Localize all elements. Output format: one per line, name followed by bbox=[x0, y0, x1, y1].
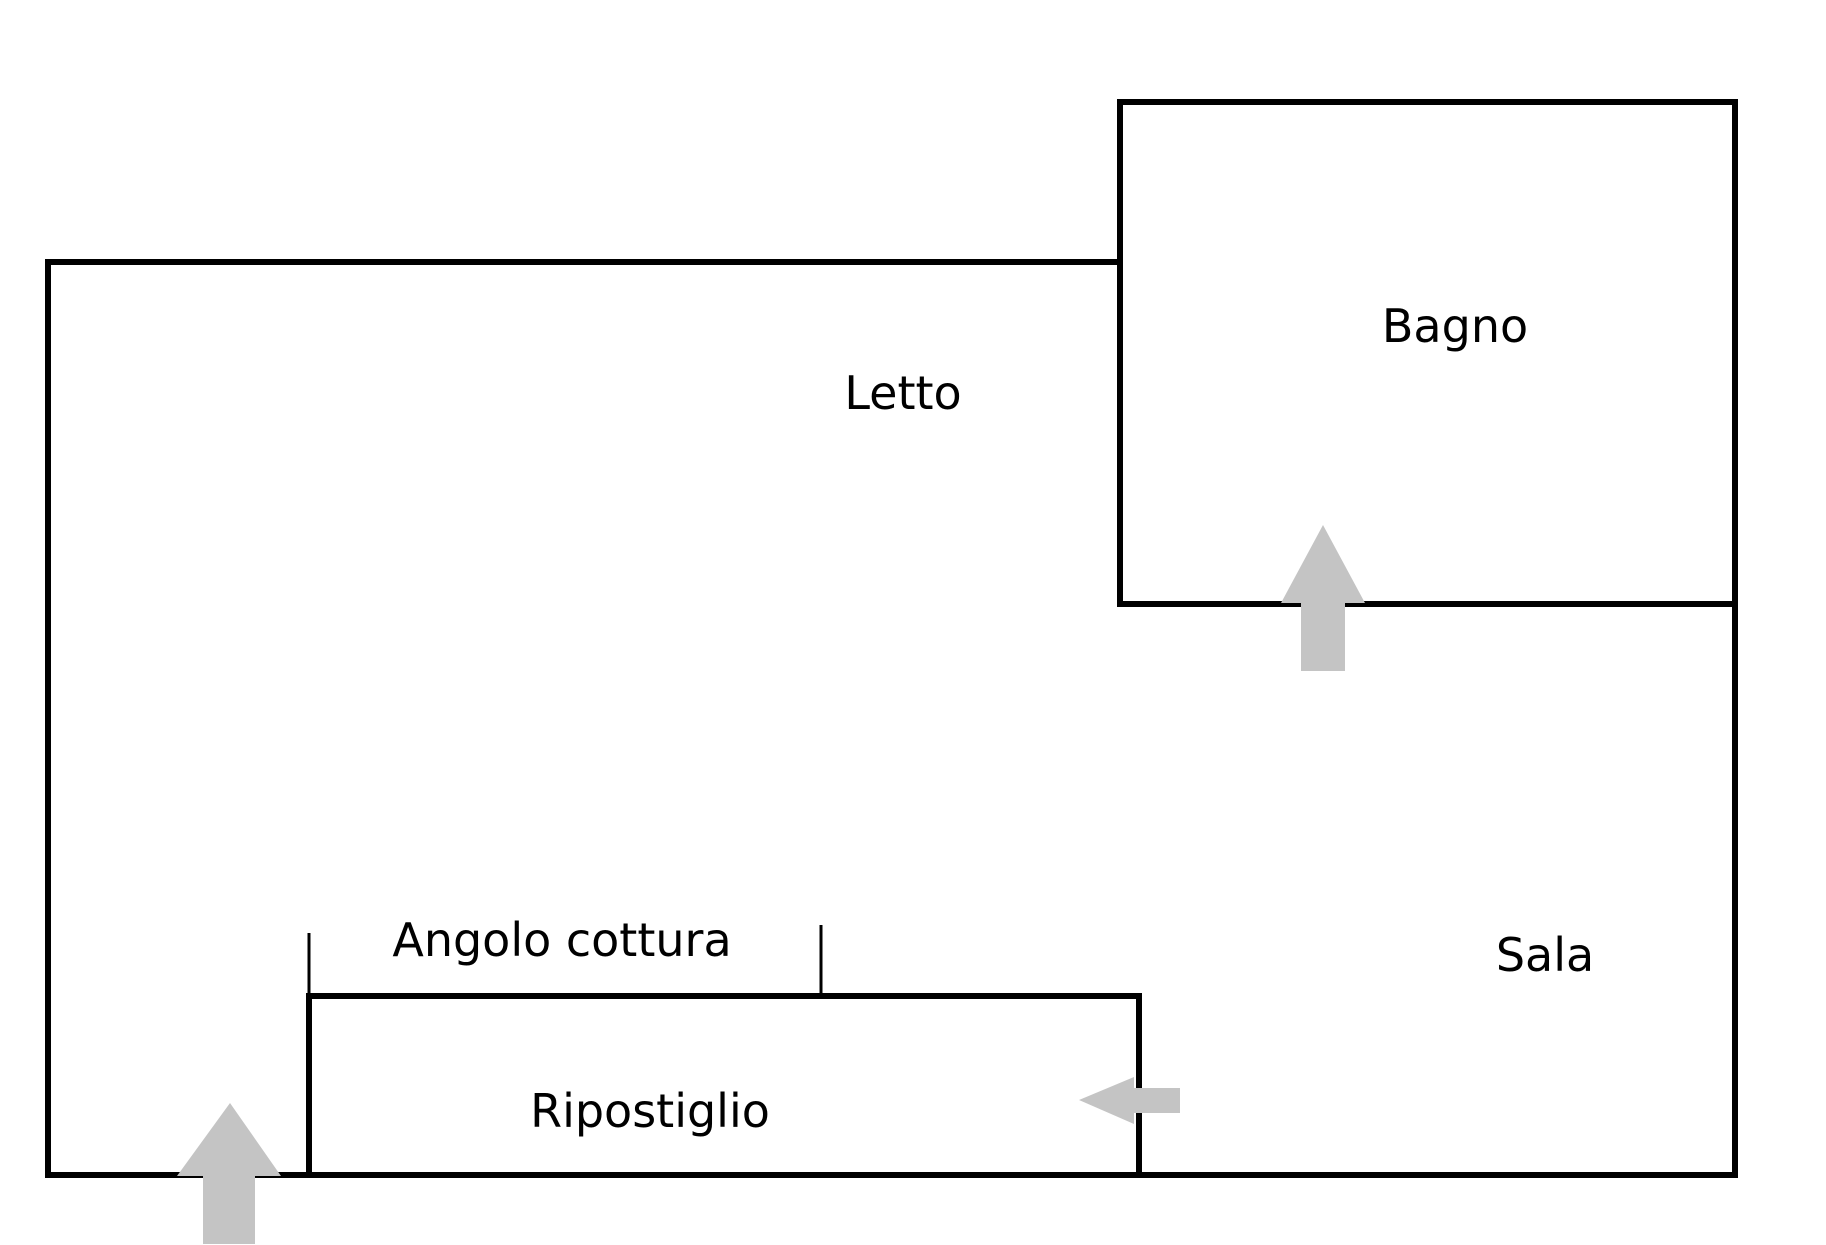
room-label-ripostiglio: Ripostiglio bbox=[530, 1084, 770, 1138]
entrance-arrow-icon bbox=[177, 1103, 281, 1244]
bathroom-room bbox=[1117, 99, 1738, 607]
storage-room bbox=[306, 993, 1142, 1178]
room-label-letto: Letto bbox=[844, 366, 961, 420]
bathroom-door-arrow-icon bbox=[1281, 525, 1365, 671]
room-label-angolo-cottura: Angolo cottura bbox=[392, 913, 731, 967]
room-label-sala: Sala bbox=[1496, 928, 1594, 982]
storage-door-arrow-icon bbox=[1079, 1077, 1180, 1124]
room-label-bagno: Bagno bbox=[1382, 299, 1528, 353]
